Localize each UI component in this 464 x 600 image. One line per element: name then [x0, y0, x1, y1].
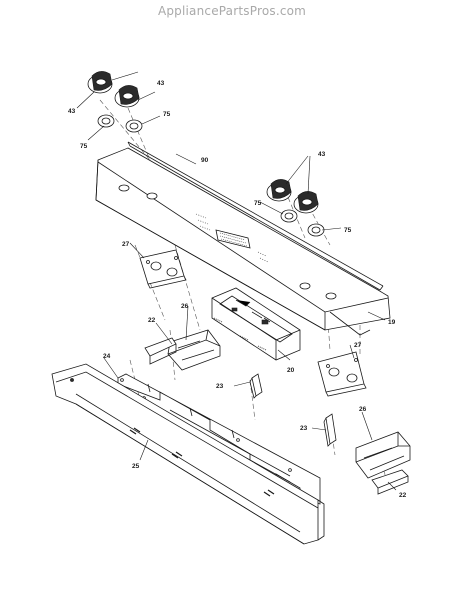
callout-75-left: 75 [80, 143, 88, 150]
callout-26-right: 26 [359, 406, 367, 413]
control-board-part-20[interactable] [211, 287, 301, 361]
callout-75-right: 75 [344, 227, 352, 234]
callout-22-right: 22 [399, 492, 407, 499]
callout-23-left: 23 [216, 383, 224, 390]
gasket-strip-part-90[interactable] [127, 141, 384, 291]
bezel-part-75-left[interactable] [97, 114, 115, 128]
bracket-part-27-left[interactable] [139, 249, 187, 289]
side-bracket-part-26-left[interactable] [167, 329, 221, 371]
clip-part-22-left[interactable] [144, 337, 177, 365]
knob-part-43-second[interactable] [114, 85, 140, 108]
knob-part-43-left[interactable] [87, 71, 113, 94]
knob-part-43-right-a[interactable] [266, 179, 292, 202]
callout-20: 20 [287, 367, 295, 374]
callout-26-left: 26 [181, 303, 189, 310]
clip-part-22-right[interactable] [371, 469, 409, 495]
side-bracket-part-26-right[interactable] [355, 431, 411, 479]
bezel-part-75-second[interactable] [125, 119, 143, 133]
callout-24: 24 [103, 353, 111, 360]
site-watermark: AppliancePartsPros.com [157, 4, 307, 18]
standoff-part-23-right[interactable] [323, 413, 337, 447]
standoff-part-23-left[interactable] [249, 373, 263, 399]
callout-43-right: 43 [318, 151, 326, 158]
control-panel-part-19[interactable] [95, 147, 391, 336]
callout-75-mid: 75 [254, 200, 262, 207]
bezel-part-75-right-b[interactable] [307, 223, 325, 237]
callout-43-top: 43 [157, 80, 165, 87]
callout-22-left: 22 [148, 317, 156, 324]
callout-leader-lines [76, 71, 397, 491]
callout-23-right: 23 [300, 425, 308, 432]
callout-27-right: 27 [354, 342, 362, 349]
bezel-part-75-right-a[interactable] [280, 209, 298, 223]
callout-75-upper: 75 [163, 111, 171, 118]
callout-90: 90 [201, 157, 209, 164]
part-callouts: 43 43 75 75 90 43 75 75 27 19 26 22 27 2… [68, 80, 407, 499]
front-trim-part-25[interactable] [51, 363, 325, 545]
callout-25: 25 [132, 463, 140, 470]
callout-43-left: 43 [68, 108, 76, 115]
bracket-part-27-right[interactable] [317, 351, 367, 397]
callout-27-left: 27 [122, 241, 130, 248]
callout-19: 19 [388, 319, 396, 326]
knob-part-43-right-b[interactable] [293, 191, 319, 214]
